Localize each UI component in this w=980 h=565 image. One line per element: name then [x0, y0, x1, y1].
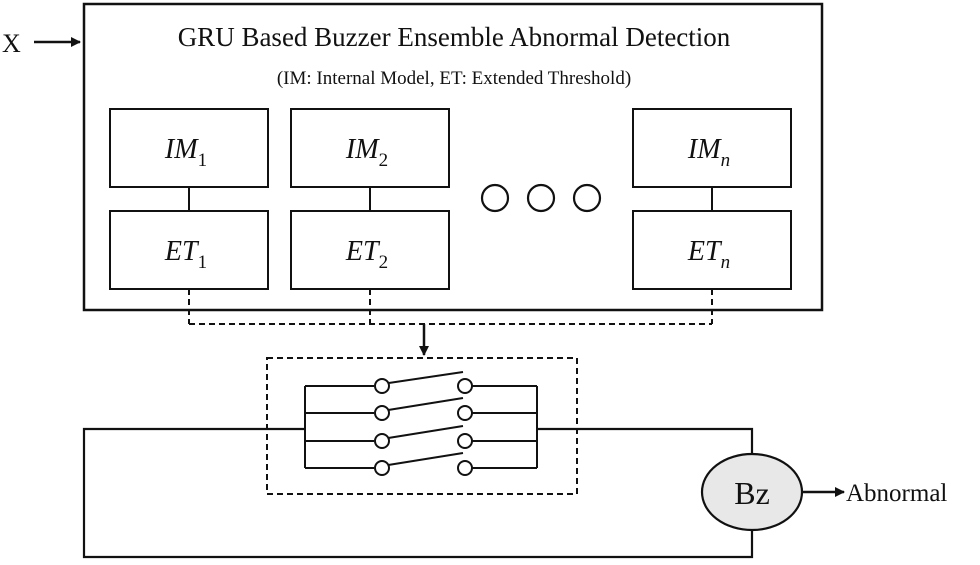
- im-box-n: [632, 108, 792, 188]
- module-n: IMn ETn: [632, 108, 792, 290]
- diagram-subtitle: (IM: Internal Model, ET: Extended Thresh…: [277, 68, 631, 89]
- ellipsis-circle: [526, 183, 556, 213]
- switch-bank: [304, 371, 538, 476]
- switch-contact: [374, 433, 390, 449]
- switch-box: [266, 357, 578, 495]
- et-box-2: [290, 210, 450, 290]
- et-label-n: ETn: [687, 236, 730, 273]
- ellipsis-circle: [480, 183, 510, 213]
- et-label-1: ET1: [164, 236, 207, 273]
- switch-contact: [374, 378, 390, 394]
- buzzer-label: Bz: [734, 475, 770, 511]
- et-label-2: ET2: [345, 236, 388, 273]
- switch-contact: [374, 405, 390, 421]
- switch-contact: [374, 460, 390, 476]
- input-label: X: [2, 29, 21, 58]
- diagram-title: GRU Based Buzzer Ensemble Abnormal Detec…: [178, 22, 731, 52]
- output-label: Abnormal: [846, 480, 947, 507]
- ellipsis-circle: [572, 183, 602, 213]
- im-box-1: [109, 108, 269, 188]
- dashed-connectors: [188, 289, 713, 325]
- switch-contact: [457, 460, 473, 476]
- im-label-2: IM2: [345, 134, 388, 171]
- ensemble-container: [82, 2, 824, 312]
- et-box-n: [632, 210, 792, 290]
- circuit-loop: [82, 427, 754, 559]
- buzzer-circle: [700, 452, 804, 532]
- module-2: IM2 ET2: [290, 108, 450, 290]
- et-box-1: [109, 210, 269, 290]
- module-1: IM1 ET1: [109, 108, 269, 290]
- im-label-1: IM1: [164, 134, 207, 171]
- ellipsis-circles: [480, 183, 602, 213]
- switch-contact: [457, 378, 473, 394]
- im-label-n: IMn: [687, 134, 730, 171]
- switch-contact: [457, 405, 473, 421]
- switch-contact: [457, 433, 473, 449]
